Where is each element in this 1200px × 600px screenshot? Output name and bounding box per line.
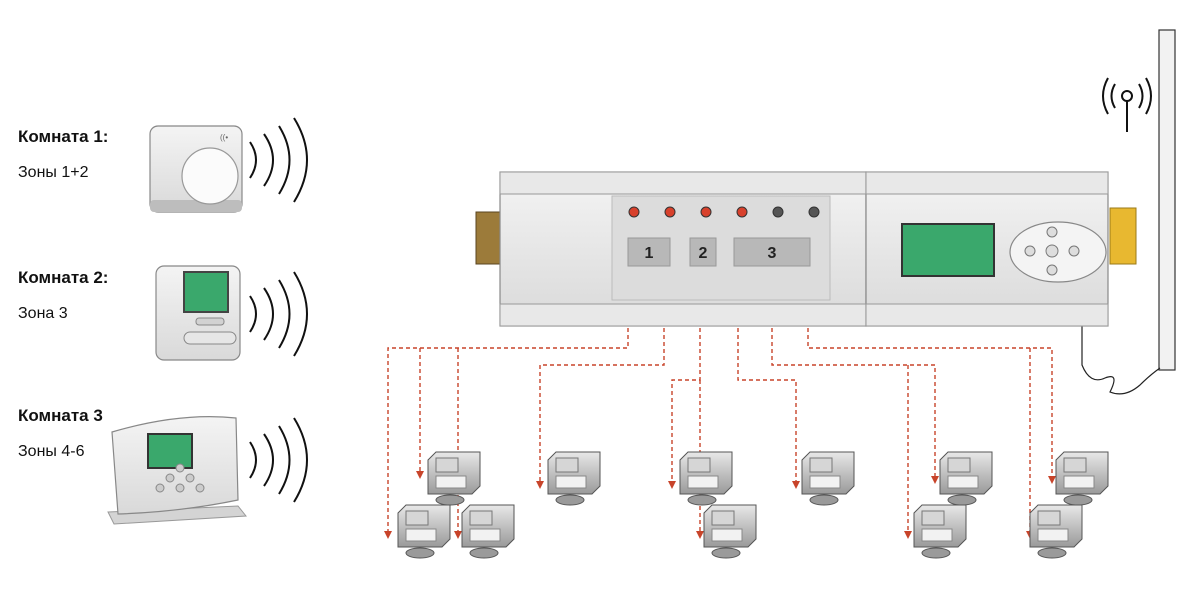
led-3 bbox=[700, 206, 712, 218]
antenna bbox=[1081, 29, 1176, 395]
line-zone3-d bbox=[807, 328, 1056, 484]
led-4 bbox=[736, 206, 748, 218]
actuator-9 bbox=[913, 504, 967, 559]
actuator-6 bbox=[703, 504, 757, 559]
room-2-zones: Зона 3 bbox=[18, 305, 68, 322]
line-zone1-a bbox=[384, 328, 629, 539]
led-1 bbox=[628, 206, 640, 218]
room-2-title: Комната 2: bbox=[18, 268, 109, 287]
actuator-7 bbox=[801, 451, 855, 506]
line-zone2-b bbox=[668, 328, 701, 489]
actuators bbox=[397, 451, 1109, 559]
key-right-icon bbox=[1068, 245, 1080, 257]
antenna-pole bbox=[1158, 29, 1176, 371]
room-3-zones: Зоны 4-6 bbox=[18, 443, 85, 460]
actuator-2 bbox=[397, 504, 451, 559]
key-down-icon bbox=[1046, 264, 1058, 276]
tabletop-thermostat bbox=[107, 416, 247, 525]
led-6 bbox=[808, 206, 820, 218]
zone-box-3 bbox=[733, 237, 811, 267]
led-2 bbox=[664, 206, 676, 218]
zone-box-2 bbox=[689, 237, 717, 267]
connector-right bbox=[1109, 207, 1137, 265]
actuator-3 bbox=[461, 504, 515, 559]
antenna-icon bbox=[1121, 90, 1133, 102]
room-3-title: Комната 3 bbox=[18, 406, 103, 425]
zone-label-1: 1 bbox=[645, 245, 654, 262]
dial-thermostat: ((• bbox=[149, 125, 243, 213]
svg-text:((•: ((• bbox=[220, 133, 228, 142]
lcd-thermostat bbox=[155, 265, 241, 361]
line-zone2-a bbox=[536, 328, 665, 489]
actuator-11 bbox=[1029, 504, 1083, 559]
dial-knob bbox=[181, 147, 239, 205]
key-ok-icon bbox=[1045, 244, 1059, 258]
thermostat-2-lcd bbox=[183, 271, 229, 313]
zone-box-1 bbox=[627, 237, 671, 267]
room-1-title: Комната 1: bbox=[18, 127, 109, 146]
controller-lcd bbox=[901, 223, 995, 277]
actuator-4 bbox=[547, 451, 601, 506]
zone-controller: 1 2 3 bbox=[475, 171, 1137, 327]
actuator-10 bbox=[1055, 451, 1109, 506]
signal-waves bbox=[249, 117, 308, 503]
actuator-5 bbox=[679, 451, 733, 506]
antenna-cable bbox=[1081, 312, 1161, 395]
room-1-zones: Зоны 1+2 bbox=[18, 164, 89, 181]
line-zone3-a bbox=[737, 328, 800, 489]
key-left-icon bbox=[1024, 245, 1036, 257]
led-5 bbox=[772, 206, 784, 218]
zone-label-2: 2 bbox=[699, 245, 708, 262]
din-rail-left bbox=[475, 211, 505, 265]
thermostat-3-lcd bbox=[147, 433, 193, 469]
actuator-8 bbox=[939, 451, 993, 506]
zone-label-3: 3 bbox=[768, 245, 777, 262]
actuator-1 bbox=[427, 451, 481, 506]
key-up-icon bbox=[1046, 226, 1058, 238]
